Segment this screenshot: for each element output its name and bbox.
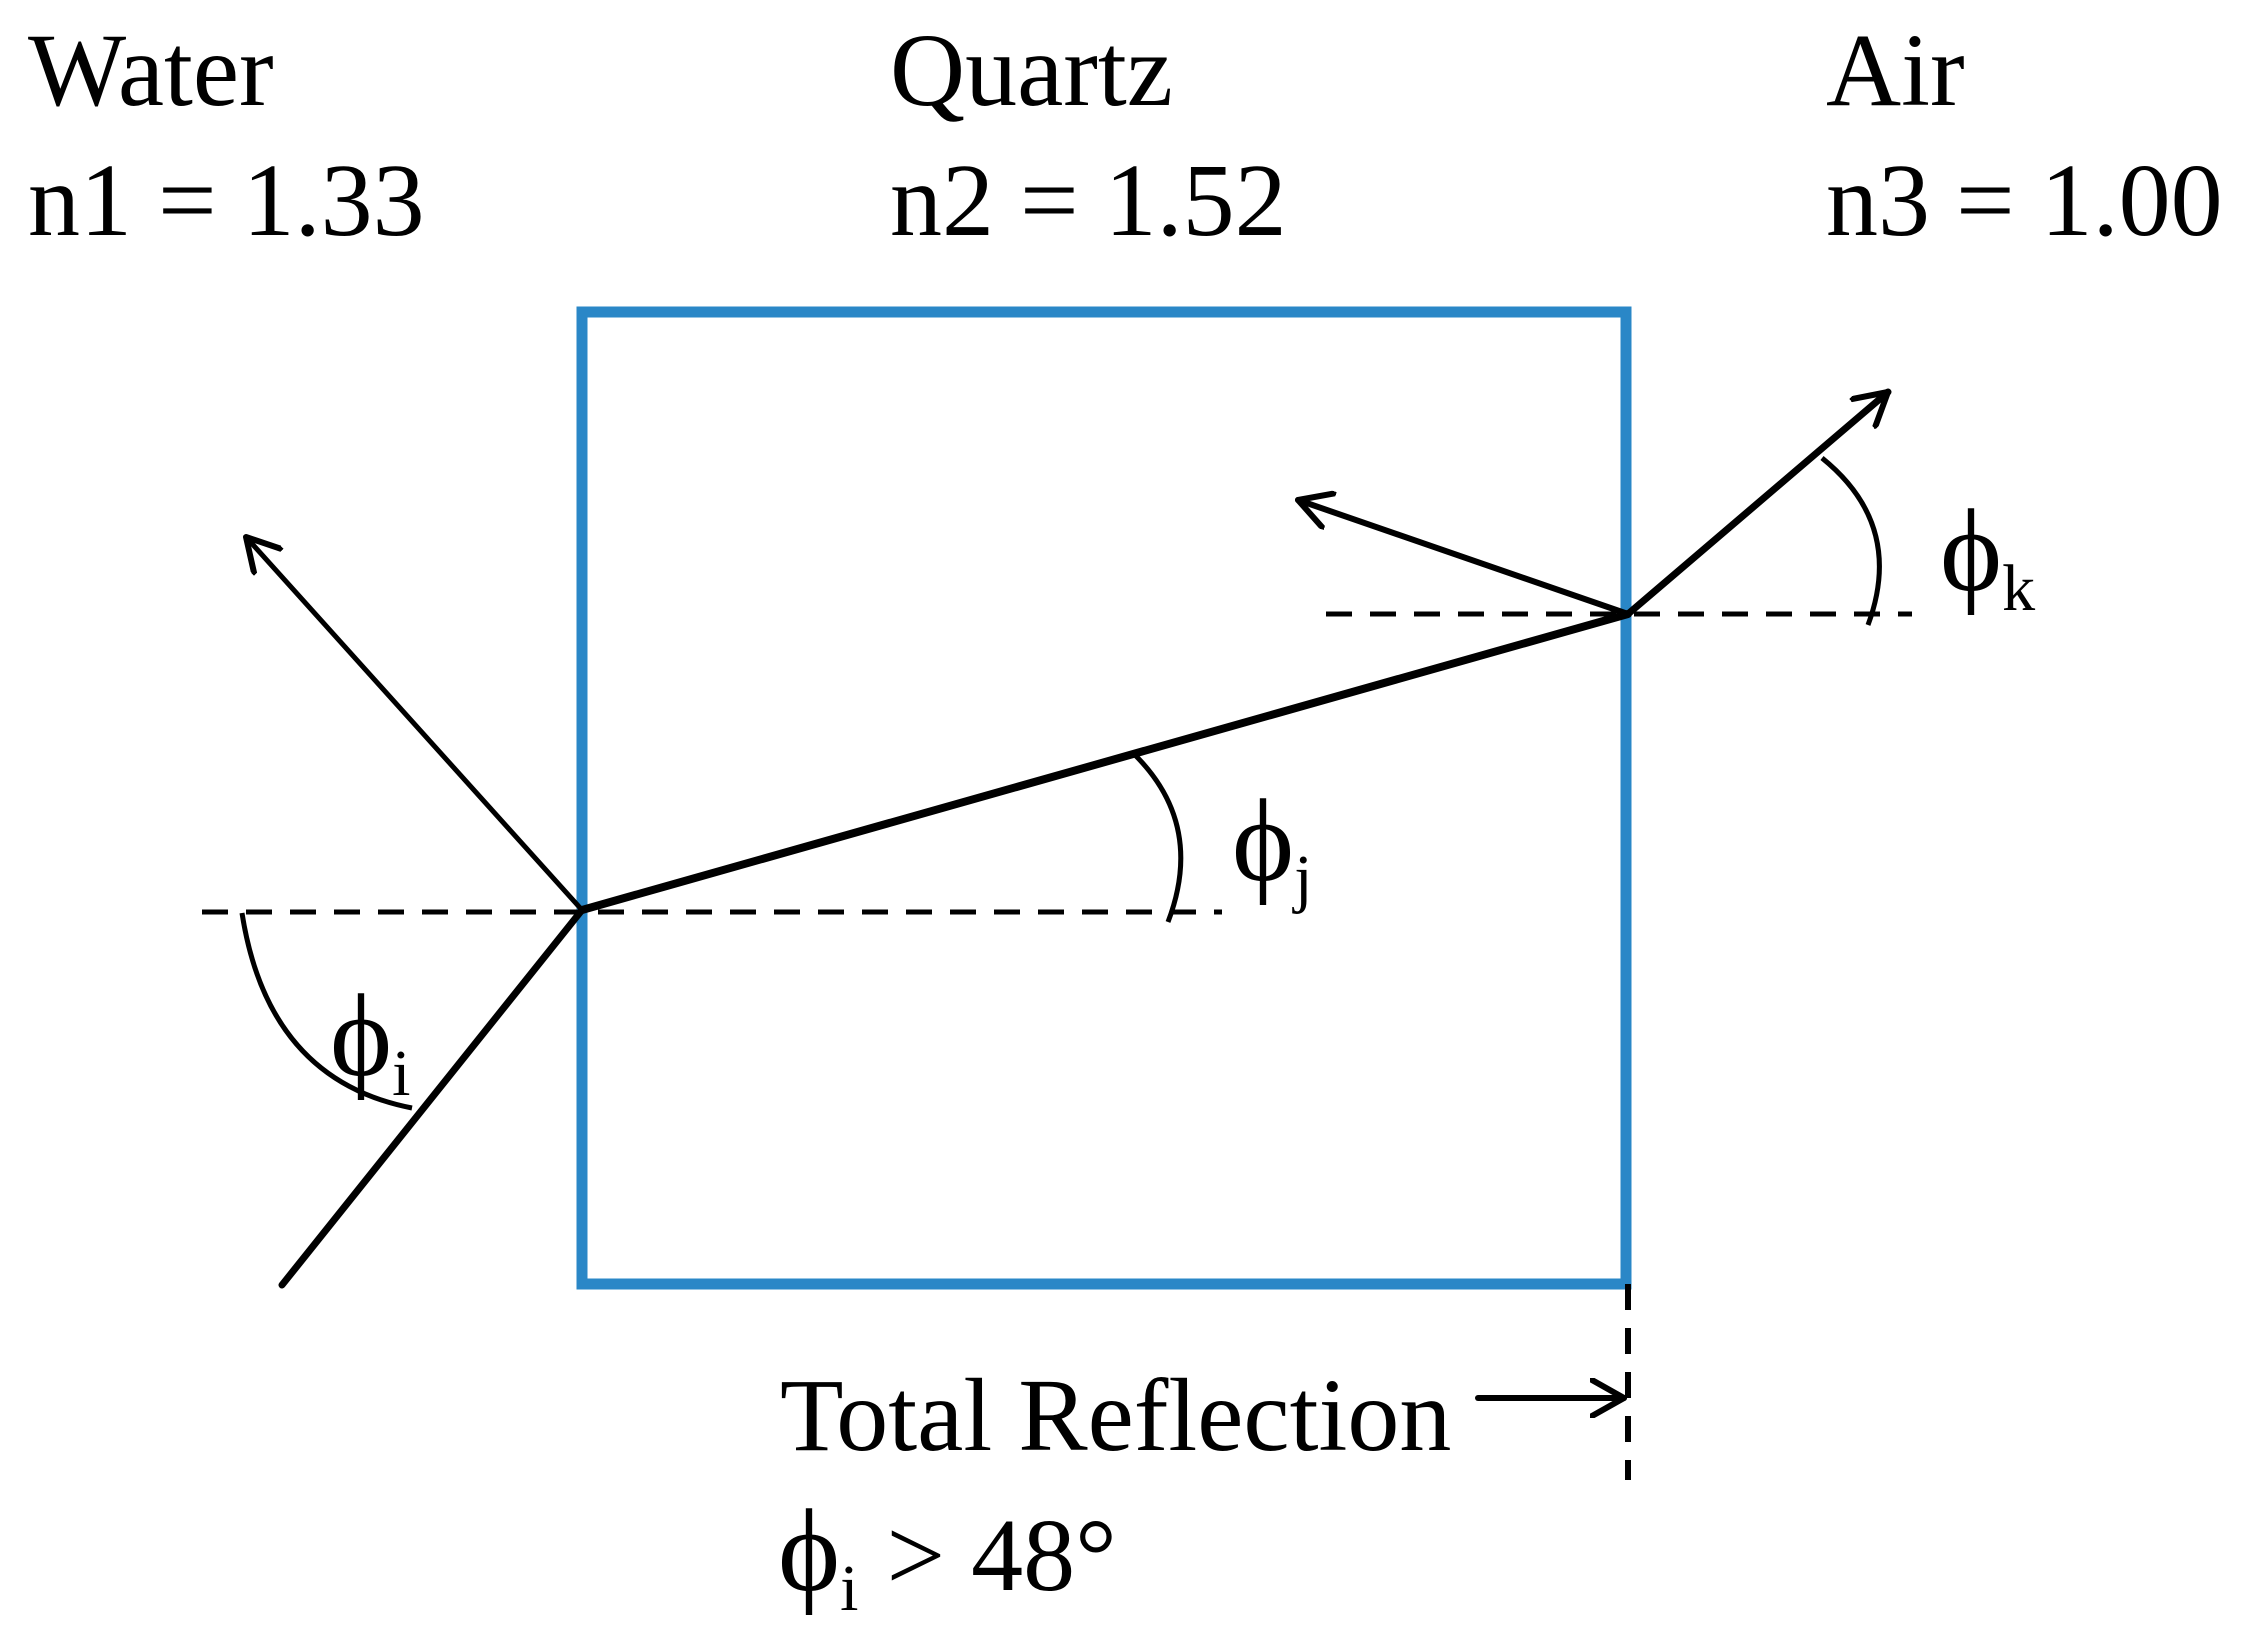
- quartz-medium-label: Quartz n2 = 1.52: [890, 13, 1287, 258]
- air-name: Air: [1826, 13, 1965, 128]
- quartz-block: [576, 306, 1632, 1290]
- water-index: n1 = 1.33: [28, 143, 425, 258]
- refracted-ray-quartz: [578, 610, 1632, 914]
- reflected-ray-right: [1295, 500, 1631, 617]
- transmitted-ray-air: [1624, 388, 1892, 618]
- angle-arc-k: [1820, 456, 1882, 626]
- incident-ray: [278, 906, 586, 1289]
- quartz-name: Quartz: [890, 13, 1173, 128]
- total-reflection-label: Total Reflection: [780, 1358, 1451, 1473]
- reflected-ray-left: [246, 537, 585, 913]
- water-medium-label: Water n1 = 1.33: [28, 13, 425, 258]
- air-medium-label: Air n3 = 1.00: [1826, 13, 2223, 258]
- critical-angle-condition: ϕi> 48°: [778, 1485, 1117, 1625]
- angle-label-i: ϕi: [330, 970, 410, 1110]
- angle-arc-j: [1133, 753, 1184, 923]
- quartz-index: n2 = 1.52: [890, 143, 1287, 258]
- air-index: n3 = 1.00: [1826, 143, 2223, 258]
- angle-label-k: ϕk: [1940, 485, 2035, 625]
- angle-label-j: ϕj: [1232, 775, 1312, 915]
- angle-arc-i: [239, 912, 413, 1111]
- water-name: Water: [28, 13, 274, 128]
